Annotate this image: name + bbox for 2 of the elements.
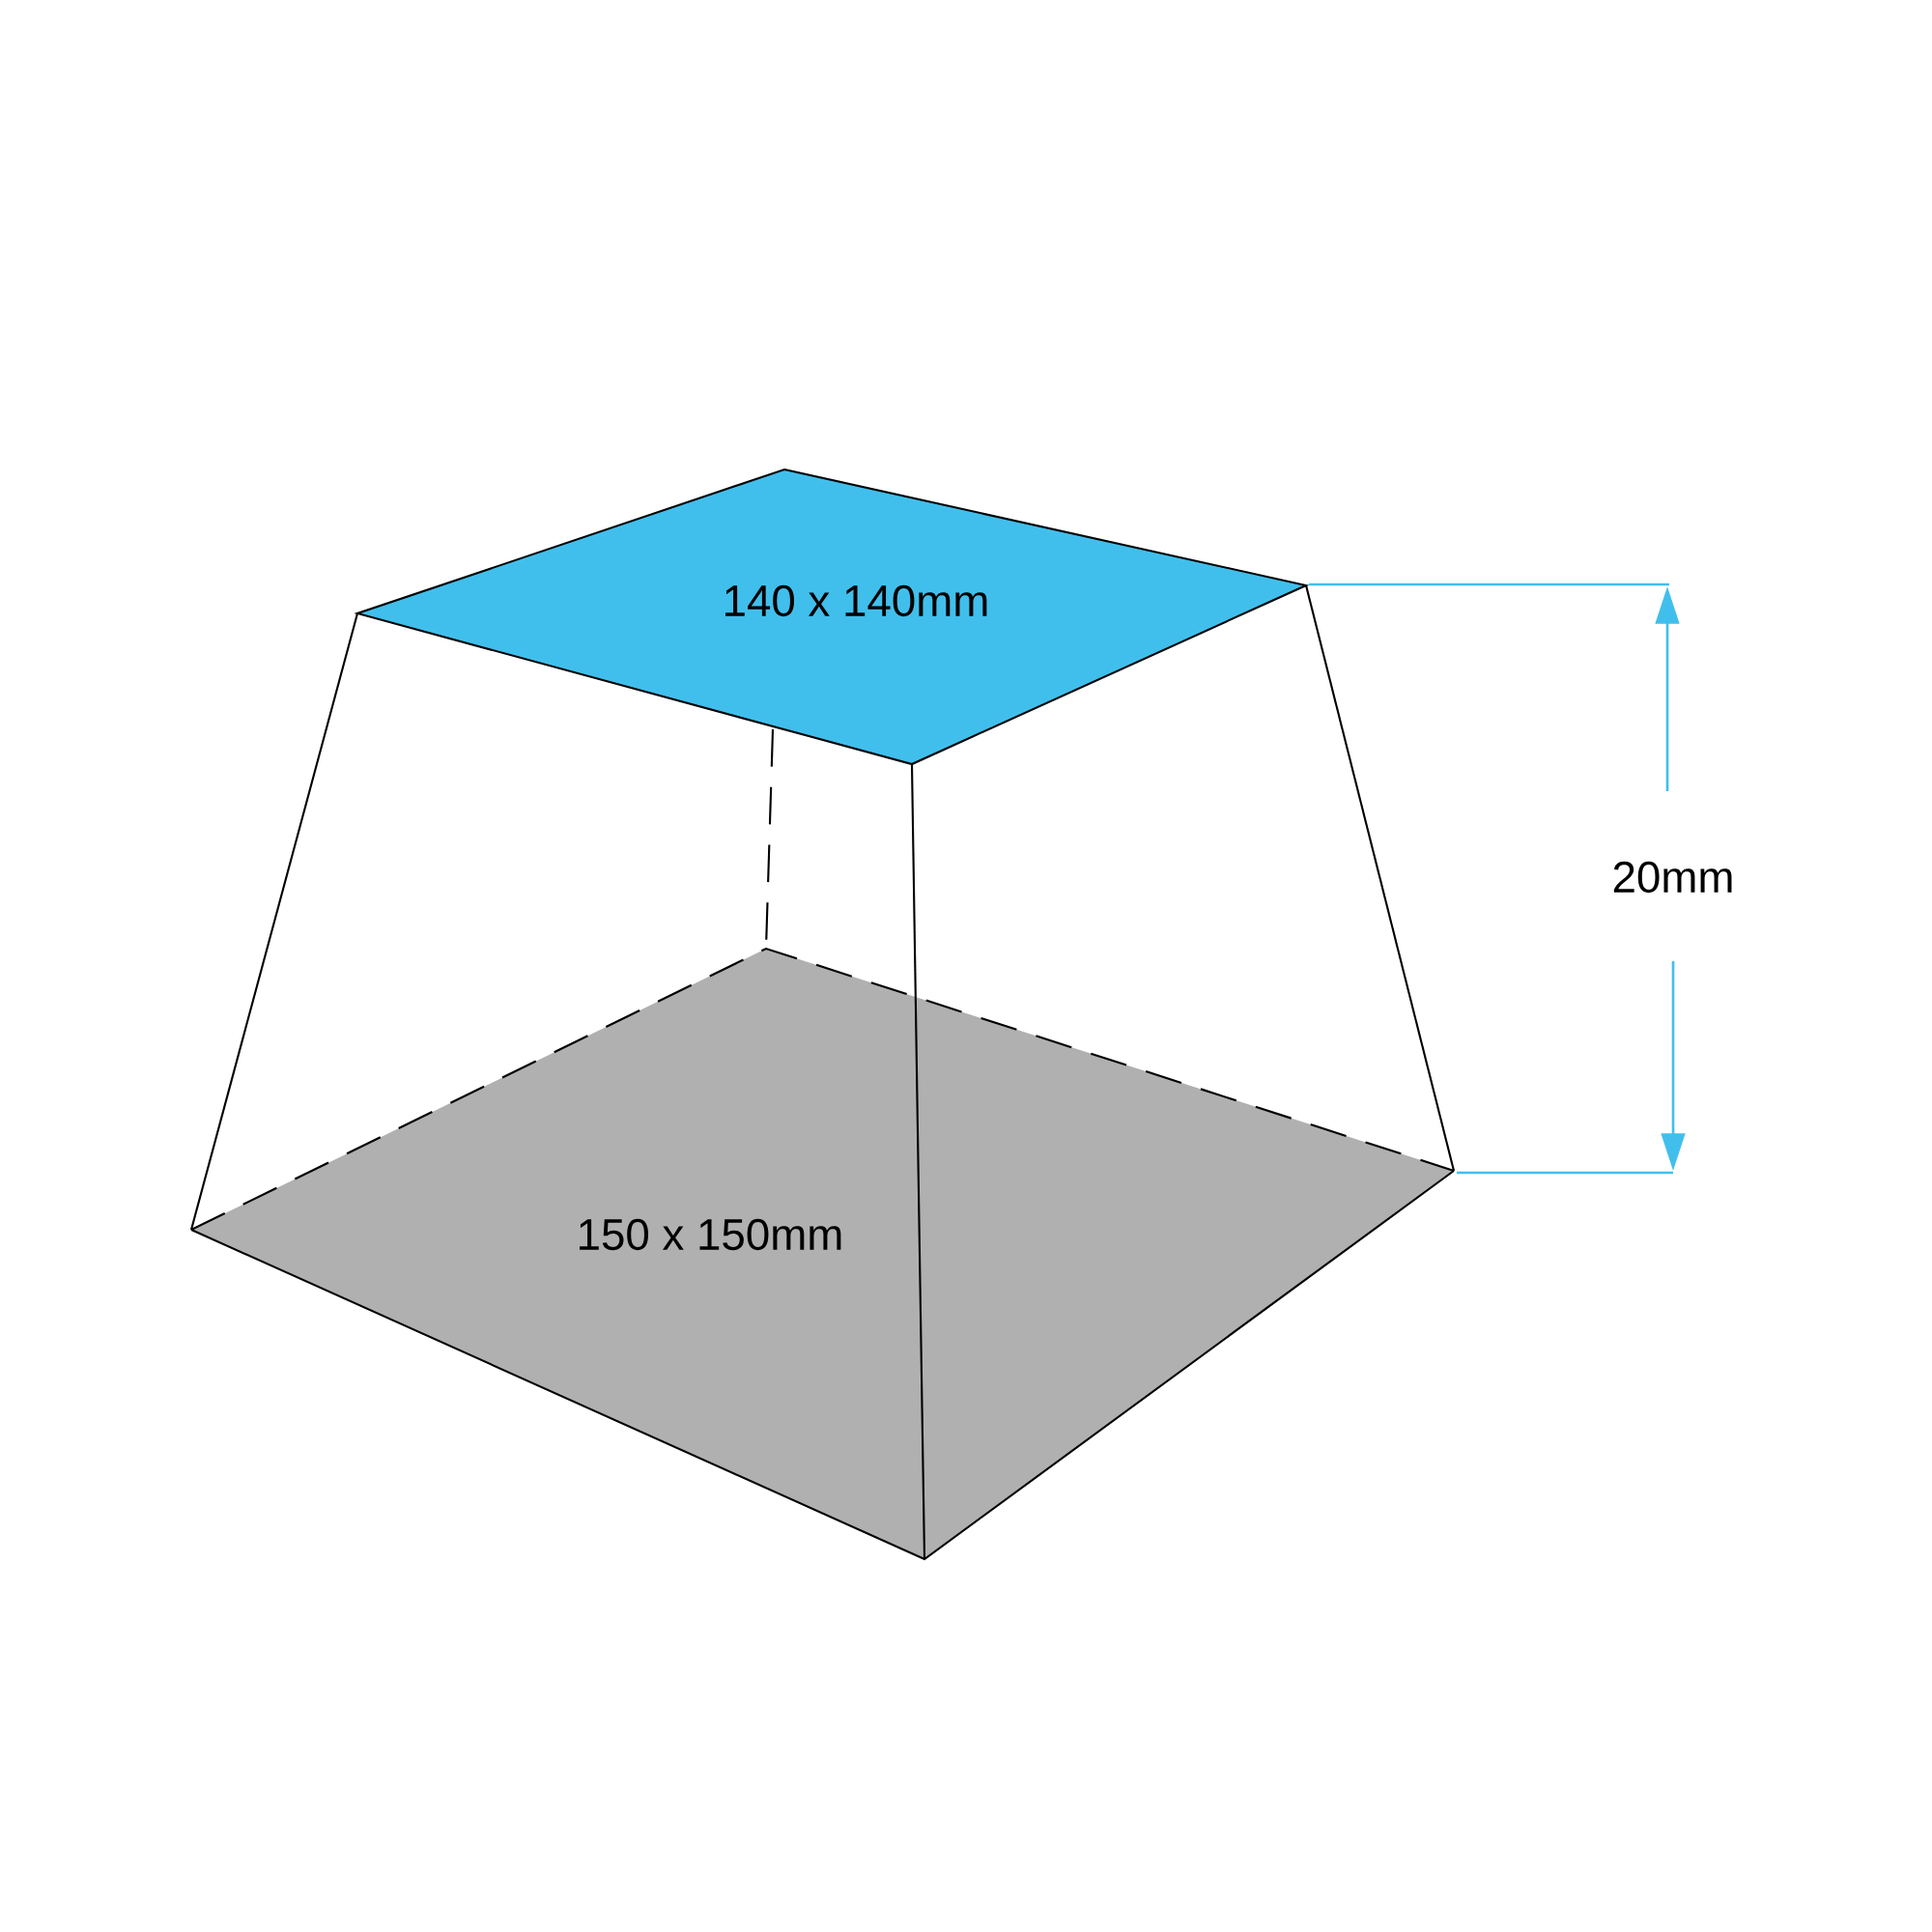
bottom-face: 150 x 150mm xyxy=(191,949,1454,1559)
dimension-label: 20mm xyxy=(1613,861,1732,894)
